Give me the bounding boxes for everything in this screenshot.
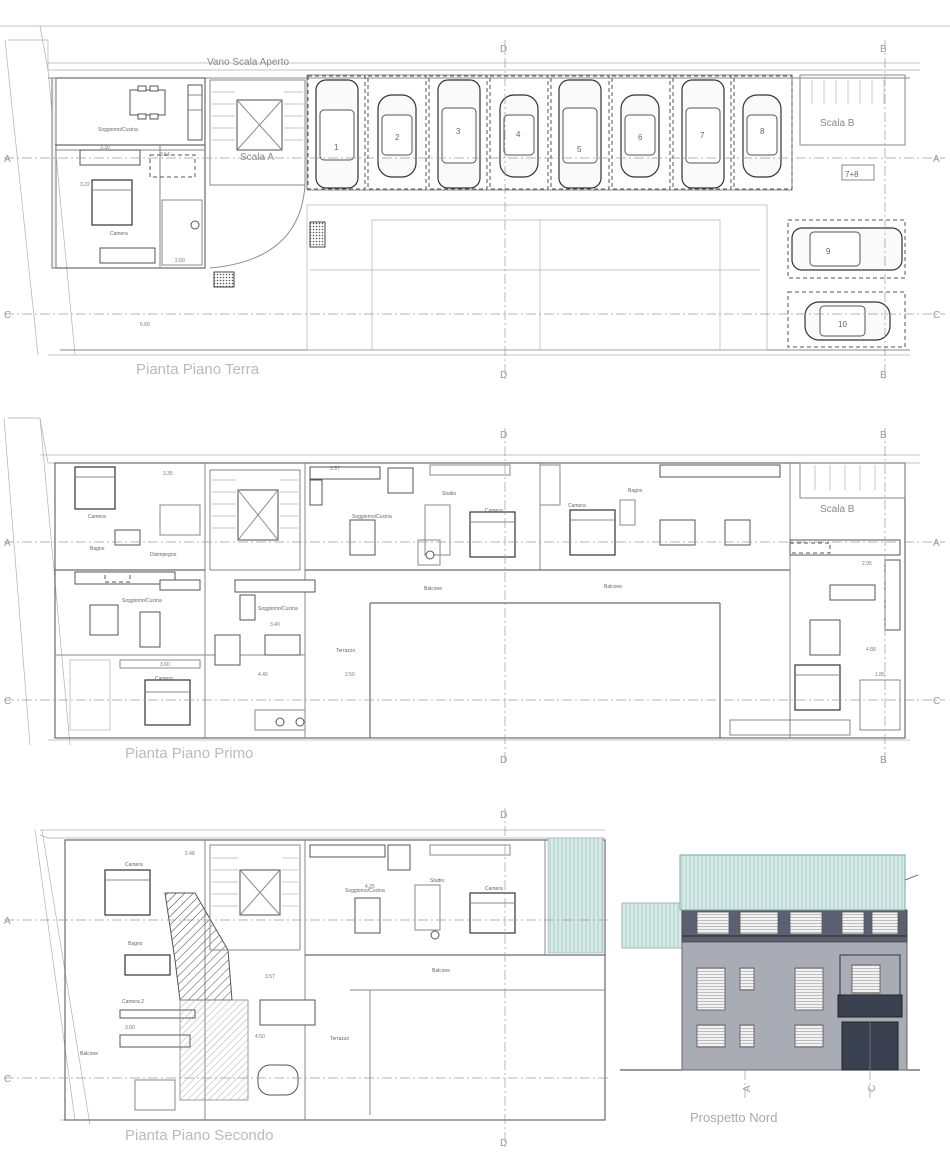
parking-number: 2	[395, 133, 400, 142]
room-label: Camera	[485, 508, 503, 514]
dimension-label: 1.80	[875, 672, 885, 678]
room-label: Bagno	[90, 546, 105, 552]
room-label: Soggiorno/Cucina	[98, 127, 138, 133]
room-label: Camera	[88, 514, 106, 520]
room-label: Balcone	[424, 586, 442, 592]
plan-title: Pianta Piano Primo	[125, 745, 253, 762]
dimension-label: 2.48	[185, 851, 195, 857]
axis-c-label: C	[4, 310, 11, 321]
room-label: Terrazzo	[330, 1036, 349, 1042]
parking-number: 3	[456, 127, 461, 136]
parking-number: 10	[838, 320, 847, 329]
dimension-label: 4.50	[255, 1034, 265, 1040]
axis-a-label: A	[933, 154, 940, 165]
parking-number: 6	[638, 133, 643, 142]
parking-number: 5	[577, 145, 582, 154]
parking-number: 7	[700, 131, 705, 140]
dimension-label: 4.88	[866, 647, 876, 653]
room-label: Soggiorno/Cucina	[258, 606, 298, 612]
dimension-label: 3.60	[125, 1025, 135, 1031]
dimension-label: 3.54	[160, 152, 170, 158]
room-label: Camera	[110, 231, 128, 237]
room-label: Camera	[125, 862, 143, 868]
axis-a-label: A	[933, 538, 940, 549]
room-label: Soggiorno/Cucina	[345, 888, 385, 894]
room-label: Soggiorno/Cucina	[122, 598, 162, 604]
room-label: Balcone	[604, 584, 622, 590]
axis-b-label: B	[880, 44, 887, 55]
parking-ref-label: 7+8	[845, 170, 859, 179]
roof	[679, 854, 906, 911]
room-label: Bagno	[128, 941, 143, 947]
room-label: Balcone	[80, 1051, 98, 1057]
axis-b-label: B	[880, 755, 887, 766]
axis-b-label: B	[880, 430, 887, 441]
axis-b-label: B	[880, 370, 887, 381]
axis-a-label: A	[4, 538, 11, 549]
first-floor-plan: Camera Bagno Disimpegno Soggiorno/Cucina…	[3, 417, 945, 766]
axis-d-label: D	[500, 430, 507, 441]
plan-title: Pianta Piano Terra	[136, 361, 260, 378]
parking-number: 9	[826, 247, 831, 256]
dimension-label: 3.60	[160, 662, 170, 668]
axis-d-label: D	[500, 1138, 507, 1149]
axis-c-label: C	[4, 696, 11, 707]
room-label: Balcone	[432, 968, 450, 974]
axis-a-label: A	[4, 154, 11, 165]
axis-c-label: C	[867, 1085, 878, 1092]
stair-b-label: Scala B	[820, 504, 855, 515]
top-floor-windows	[682, 911, 907, 937]
room-label: Disimpegno	[150, 552, 177, 558]
room-label: Camera	[155, 676, 173, 682]
dimension-label: 2.60	[175, 258, 185, 264]
dimension-label: 2.95	[862, 561, 872, 567]
parking-number: 1	[334, 143, 339, 152]
axis-c-label: C	[4, 1074, 11, 1085]
dimension-label: 3.30	[100, 145, 110, 151]
room-label: Camera	[568, 503, 586, 509]
axis-d-label: D	[500, 370, 507, 381]
elevation-title: Prospetto Nord	[690, 1110, 777, 1125]
dimension-label: 2.50	[345, 672, 355, 678]
axis-a-label: A	[4, 916, 11, 927]
room-label: Terrazzo	[336, 648, 355, 654]
room-label: Camera	[485, 886, 503, 892]
hatched-zone	[179, 999, 249, 1101]
parking-cars	[315, 79, 782, 189]
axis-c-label: C	[933, 696, 940, 707]
axis-d-label: D	[500, 755, 507, 766]
room-label: Studio	[430, 878, 444, 884]
stair-open-label: Vano Scala Aperto	[207, 57, 290, 68]
second-floor-plan: Camera Bagno Camera 2 Balcone Soggiorno/…	[4, 808, 610, 1150]
dimension-label: 3.40	[270, 622, 280, 628]
axis-c-label: C	[933, 310, 940, 321]
room-label: Camera 2	[122, 999, 144, 1005]
dimension-label: 3.22	[80, 182, 90, 188]
axis-d-label: D	[500, 810, 507, 821]
dimension-label: 6.60	[140, 322, 150, 328]
room-label: Studio	[442, 491, 456, 497]
dimension-label: 3.57	[330, 466, 340, 472]
bed-icon	[91, 179, 133, 226]
parking-number: 8	[760, 127, 765, 136]
axis-a-label: A	[742, 1085, 753, 1092]
stair-a-label: Scala A	[240, 152, 274, 163]
axis-d-label: D	[500, 44, 507, 55]
room-label: Bagno	[628, 488, 643, 494]
hatched-zone	[164, 892, 233, 1001]
dimension-label: 4.25	[365, 884, 375, 890]
north-elevation: A C Prospetto Nord	[620, 854, 920, 1125]
ground-floor-plan: Vano Scala Aperto Scala A Scala B 7+8 So…	[4, 25, 945, 381]
room-label: Soggiorno/Cucina	[352, 514, 392, 520]
dimension-label: 4.40	[258, 672, 268, 678]
dimension-label: 3.57	[265, 974, 275, 980]
stair-b-label: Scala B	[820, 118, 855, 129]
parking-number: 4	[516, 130, 521, 139]
dimension-label: 3.35	[163, 471, 173, 477]
plan-title: Pianta Piano Secondo	[125, 1127, 273, 1144]
